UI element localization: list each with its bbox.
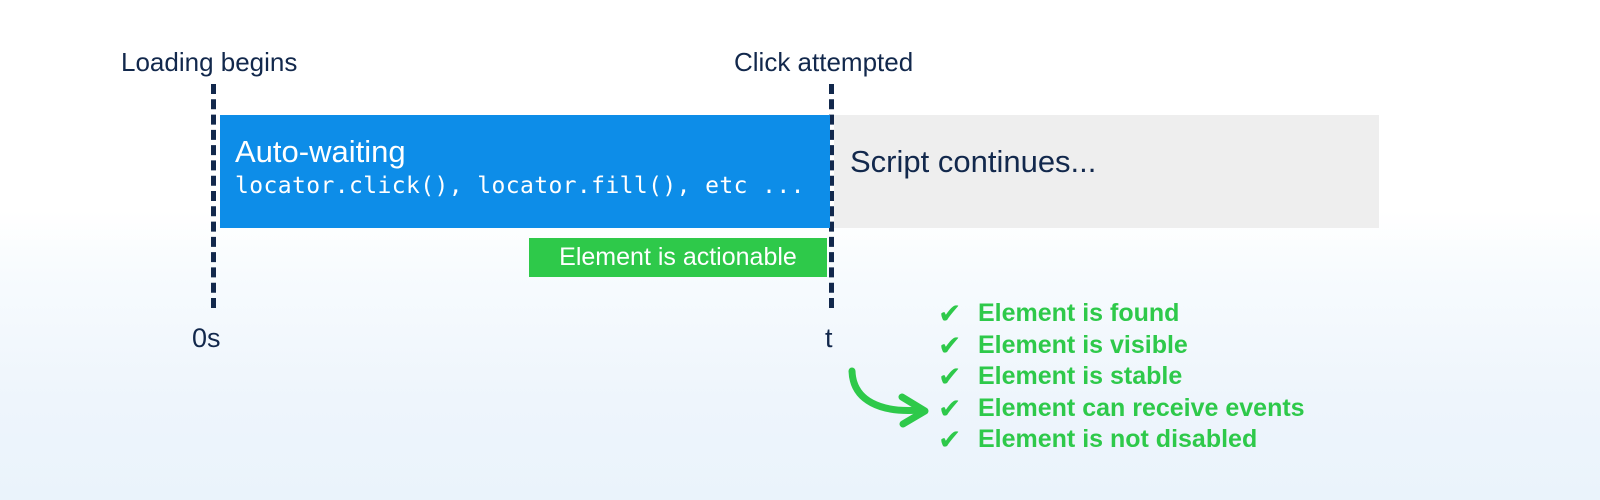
checklist-item-label: Element can receive events [978, 393, 1305, 422]
checklist-item-element-is-visible: ✔ Element is visible [938, 330, 1305, 362]
marker-label-click-attempted: Click attempted [734, 47, 914, 77]
checklist-item-element-is-stable: ✔ Element is stable [938, 361, 1305, 393]
bar-auto-waiting: Auto-waiting locator.click(), locator.fi… [220, 115, 830, 228]
bar-script-continues: Script continues... [834, 115, 1379, 228]
guide-line-start [211, 84, 216, 308]
checklist-item-element-is-found: ✔ Element is found [938, 298, 1305, 330]
check-icon: ✔ [938, 392, 962, 424]
checklist-item-element-is-not-disabled: ✔ Element is not disabled [938, 424, 1305, 456]
bar-auto-waiting-code: locator.click(), locator.fill(), etc ... [235, 173, 805, 199]
checklist-item-label: Element is not disabled [978, 425, 1258, 453]
bar-script-continues-title: Script continues... [850, 144, 1097, 179]
bar-auto-waiting-title: Auto-waiting [235, 134, 406, 169]
checklist-item-label: Element is visible [978, 330, 1188, 359]
checklist-item-element-can-receive-events: ✔ Element can receive events [938, 393, 1305, 425]
check-icon: ✔ [938, 329, 962, 361]
axis-label-t: t [825, 323, 833, 353]
curved-arrow-icon [848, 367, 929, 428]
badge-element-is-actionable: Element is actionable [529, 238, 827, 277]
check-icon: ✔ [938, 424, 962, 455]
checklist-item-label: Element is stable [978, 362, 1183, 390]
marker-label-loading-begins: Loading begins [121, 47, 298, 77]
axis-label-zero-seconds: 0s [192, 323, 221, 353]
checklist-item-label: Element is found [978, 299, 1180, 327]
check-icon: ✔ [938, 298, 962, 329]
guide-line-end [829, 84, 834, 308]
check-icon: ✔ [938, 361, 962, 392]
actionability-checklist: ✔ Element is found ✔ Element is visible … [938, 298, 1305, 456]
